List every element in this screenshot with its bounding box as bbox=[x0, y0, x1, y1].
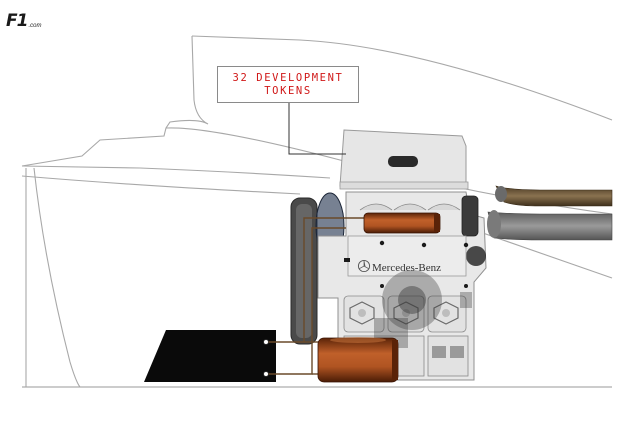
logo-brand: F1 bbox=[6, 13, 27, 30]
logo-suffix: .com bbox=[28, 23, 41, 29]
engine-cover bbox=[340, 130, 468, 189]
mgu-k-unit bbox=[318, 337, 398, 382]
f1-logo: F1 .com bbox=[6, 8, 41, 30]
mgu-h-unit bbox=[364, 213, 440, 233]
floor-panel bbox=[144, 330, 276, 382]
callout-leader-line bbox=[289, 103, 346, 154]
exhaust-pipes bbox=[487, 186, 612, 240]
callout-label: 32 DEVELOPMENT TOKENS bbox=[233, 72, 344, 98]
intake-slot bbox=[388, 156, 418, 167]
development-tokens-callout: 32 DEVELOPMENT TOKENS bbox=[217, 66, 359, 103]
